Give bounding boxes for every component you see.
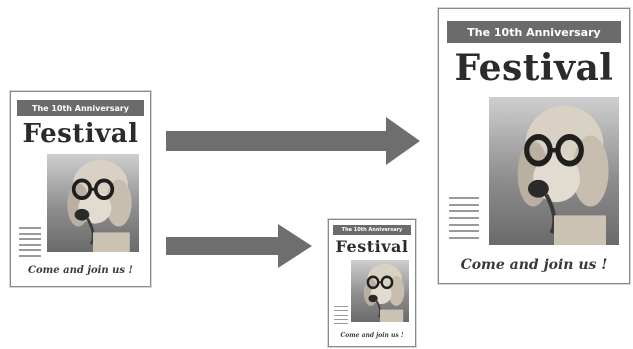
dog-photo xyxy=(351,260,409,322)
poster-footer: Come and join us ! xyxy=(28,265,133,276)
text-lines xyxy=(449,197,479,239)
dog-photo xyxy=(489,97,619,245)
poster-footer: Come and join us ! xyxy=(460,257,608,273)
enlarged-poster: The 10th Anniversary Festival Come and j… xyxy=(438,8,630,284)
poster-footer: Come and join us ! xyxy=(340,332,404,339)
text-lines xyxy=(334,306,348,324)
right-arrow-icon xyxy=(166,224,312,268)
reduced-poster: The 10th Anniversary Festival Come and j… xyxy=(328,219,416,347)
poster-banner: The 10th Anniversary xyxy=(17,100,144,116)
poster-banner: The 10th Anniversary xyxy=(333,225,411,235)
dog-photo xyxy=(47,154,139,252)
poster-title: Festival xyxy=(454,47,614,89)
text-lines xyxy=(19,227,41,257)
poster-title: Festival xyxy=(22,119,139,149)
poster-title: Festival xyxy=(335,237,409,256)
source-poster: The 10th Anniversary Festival Come and j… xyxy=(10,91,151,287)
poster-banner: The 10th Anniversary xyxy=(447,21,621,43)
right-arrow-icon xyxy=(166,117,420,165)
